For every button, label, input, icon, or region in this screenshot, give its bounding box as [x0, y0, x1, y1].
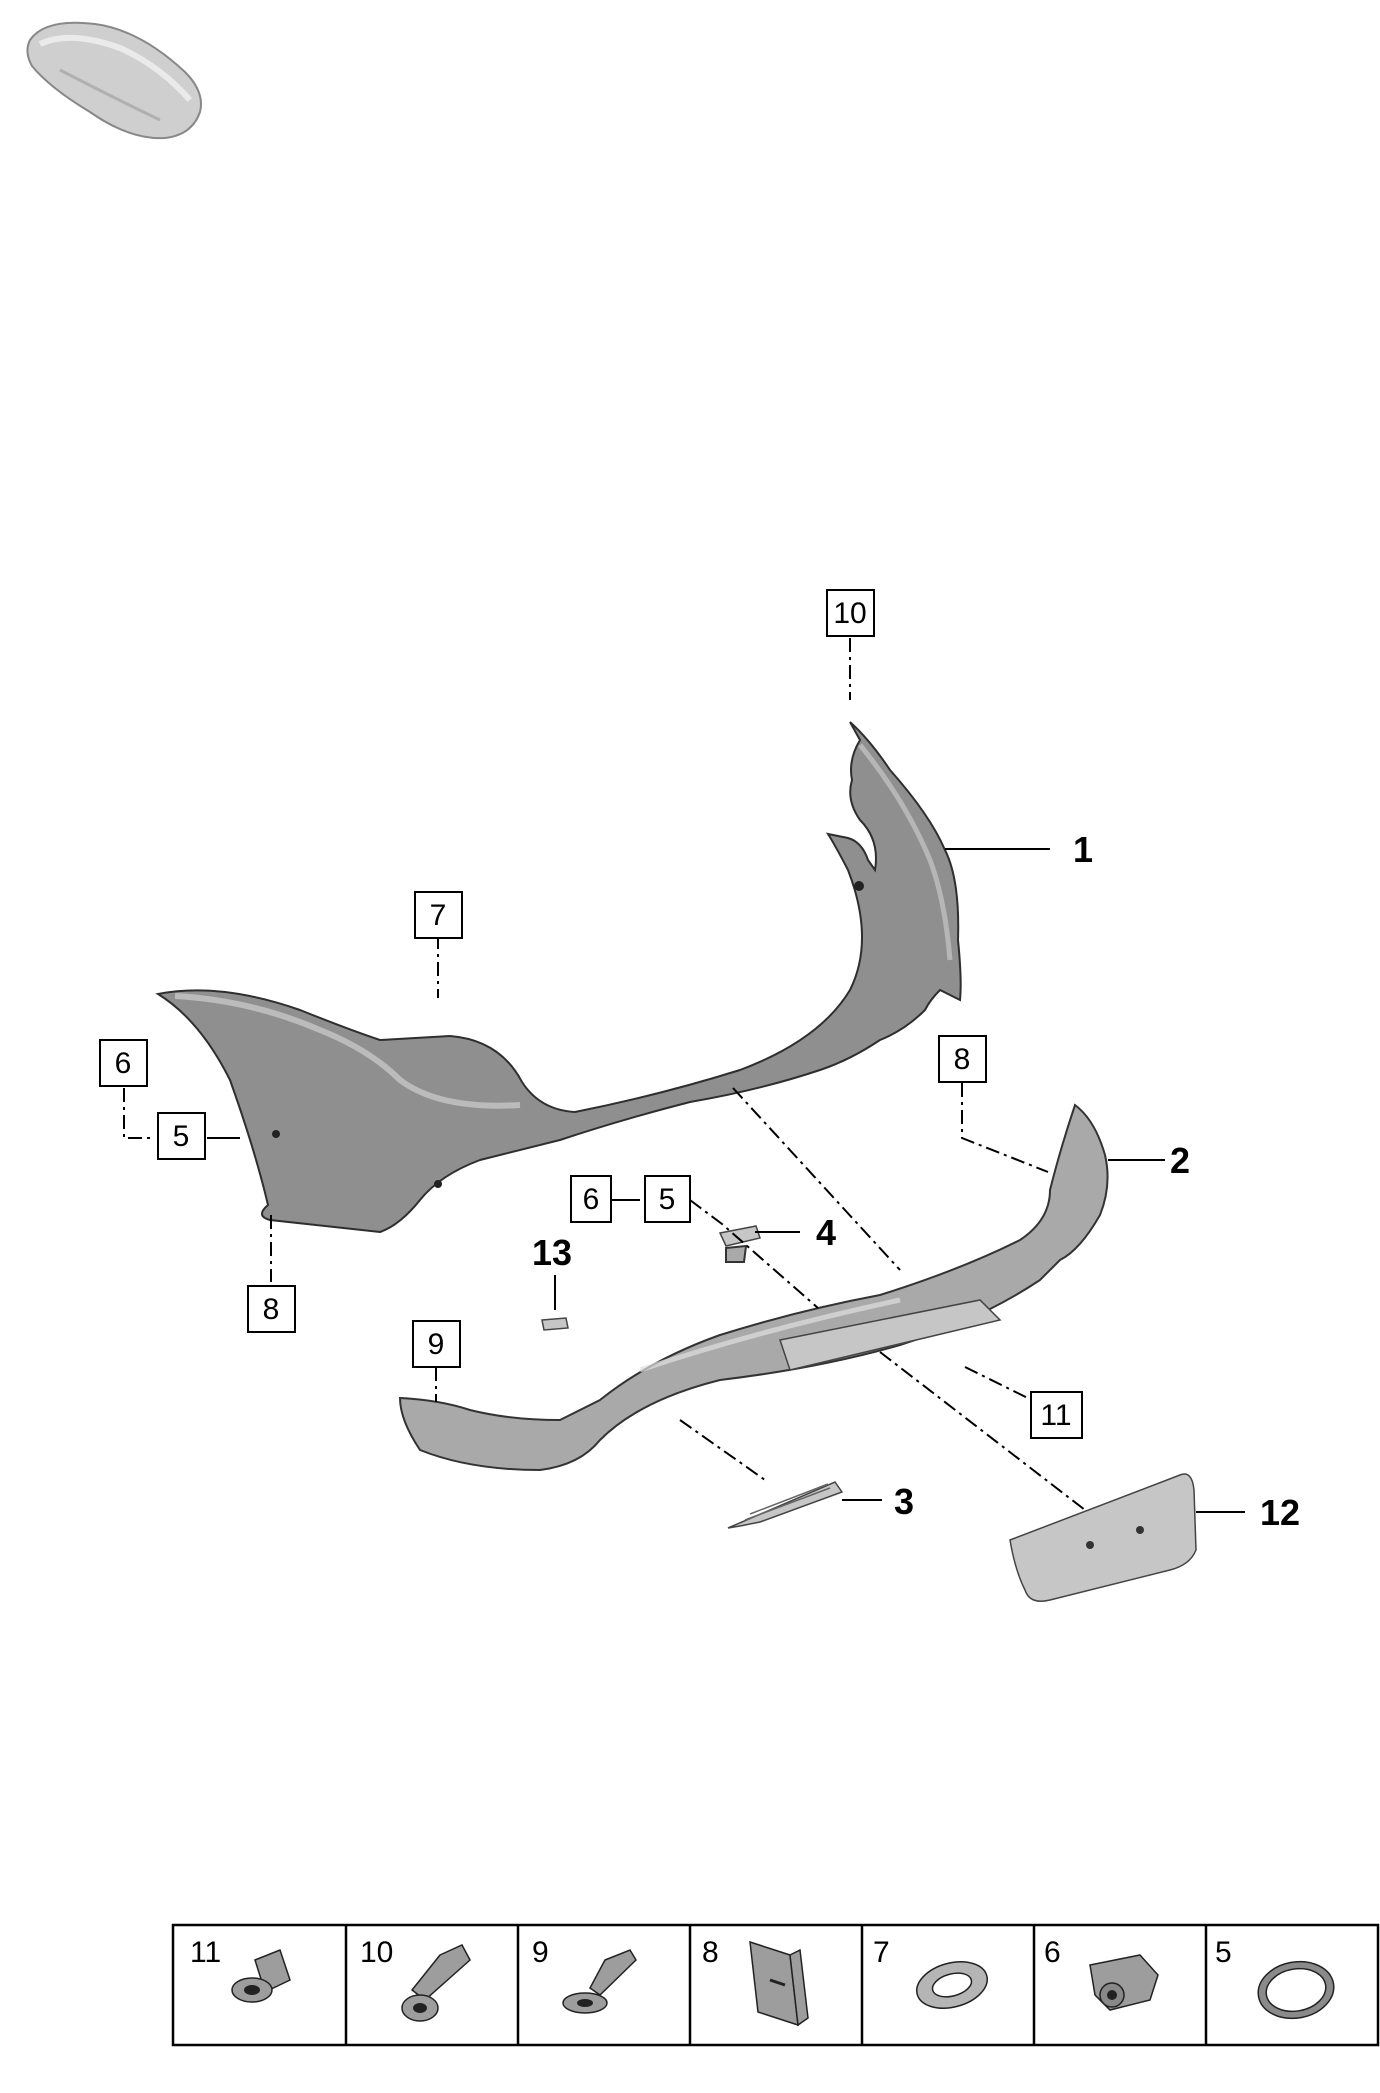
- screw-icon: [562, 1949, 637, 2014]
- box-ref-8-left-label: 8: [263, 1293, 280, 1326]
- strip-label-10: 10: [360, 1936, 393, 1969]
- box-ref-5-left: 5: [157, 1112, 206, 1160]
- sensor-icon: [1089, 1954, 1159, 2011]
- strip-label-9: 9: [532, 1936, 549, 1969]
- callout-1: 1: [1073, 829, 1093, 870]
- clip-nut-icon: [749, 1940, 809, 2027]
- strip-label-6: 6: [1044, 1936, 1061, 1969]
- box-ref-6-center: 6: [570, 1175, 612, 1223]
- box-ref-7-label: 7: [430, 899, 447, 932]
- box-ref-8-right-label: 8: [954, 1043, 971, 1076]
- box-ref-5-left-label: 5: [173, 1120, 190, 1153]
- hardware-strip: 11 10 9 8 7: [171, 1923, 1380, 2047]
- license-plate-bracket: [1009, 1473, 1197, 1602]
- clip-part: [541, 1317, 569, 1331]
- box-ref-8-right: 8: [938, 1035, 987, 1083]
- box-ref-11-label: 11: [1040, 1399, 1071, 1432]
- box-ref-5-center: 5: [644, 1175, 691, 1223]
- callout-3: 3: [894, 1481, 914, 1522]
- box-ref-8-left: 8: [247, 1285, 296, 1333]
- o-ring-icon: [1257, 1960, 1335, 2020]
- callout-12: 12: [1260, 1492, 1300, 1533]
- box-ref-10: 10: [826, 589, 875, 637]
- callout-2: 2: [1170, 1140, 1190, 1181]
- callout-4: 4: [816, 1212, 836, 1253]
- box-ref-5-center-label: 5: [659, 1183, 676, 1216]
- rear-bumper-cover: [155, 721, 962, 1234]
- box-ref-6-left-label: 6: [115, 1047, 132, 1080]
- reference-lines: [123, 638, 1086, 1511]
- box-ref-11: 11: [1030, 1391, 1083, 1439]
- box-ref-6-center-label: 6: [583, 1183, 600, 1216]
- rear-diffuser: [398, 1103, 1109, 1472]
- box-ref-9: 9: [412, 1320, 461, 1368]
- grille-insert: [727, 1481, 844, 1529]
- strip-label-11: 11: [190, 1936, 221, 1969]
- bolt-icon: [401, 1944, 471, 2022]
- callout-13: 13: [532, 1232, 572, 1273]
- strip-label-7: 7: [873, 1936, 890, 1969]
- car-thumbnail-icon: [26, 21, 202, 140]
- box-ref-9-label: 9: [428, 1328, 445, 1361]
- leader-lines: [207, 848, 1245, 1513]
- strip-label-5: 5: [1215, 1936, 1232, 1969]
- sensor-bracket: [718, 1225, 761, 1263]
- seal-ring-icon: [916, 1961, 988, 2009]
- strip-label-8: 8: [702, 1936, 719, 1969]
- box-ref-10-label: 10: [833, 597, 866, 630]
- box-ref-6-left: 6: [99, 1039, 148, 1087]
- rivet-nut-icon: [231, 1949, 291, 2003]
- box-ref-7: 7: [414, 891, 463, 939]
